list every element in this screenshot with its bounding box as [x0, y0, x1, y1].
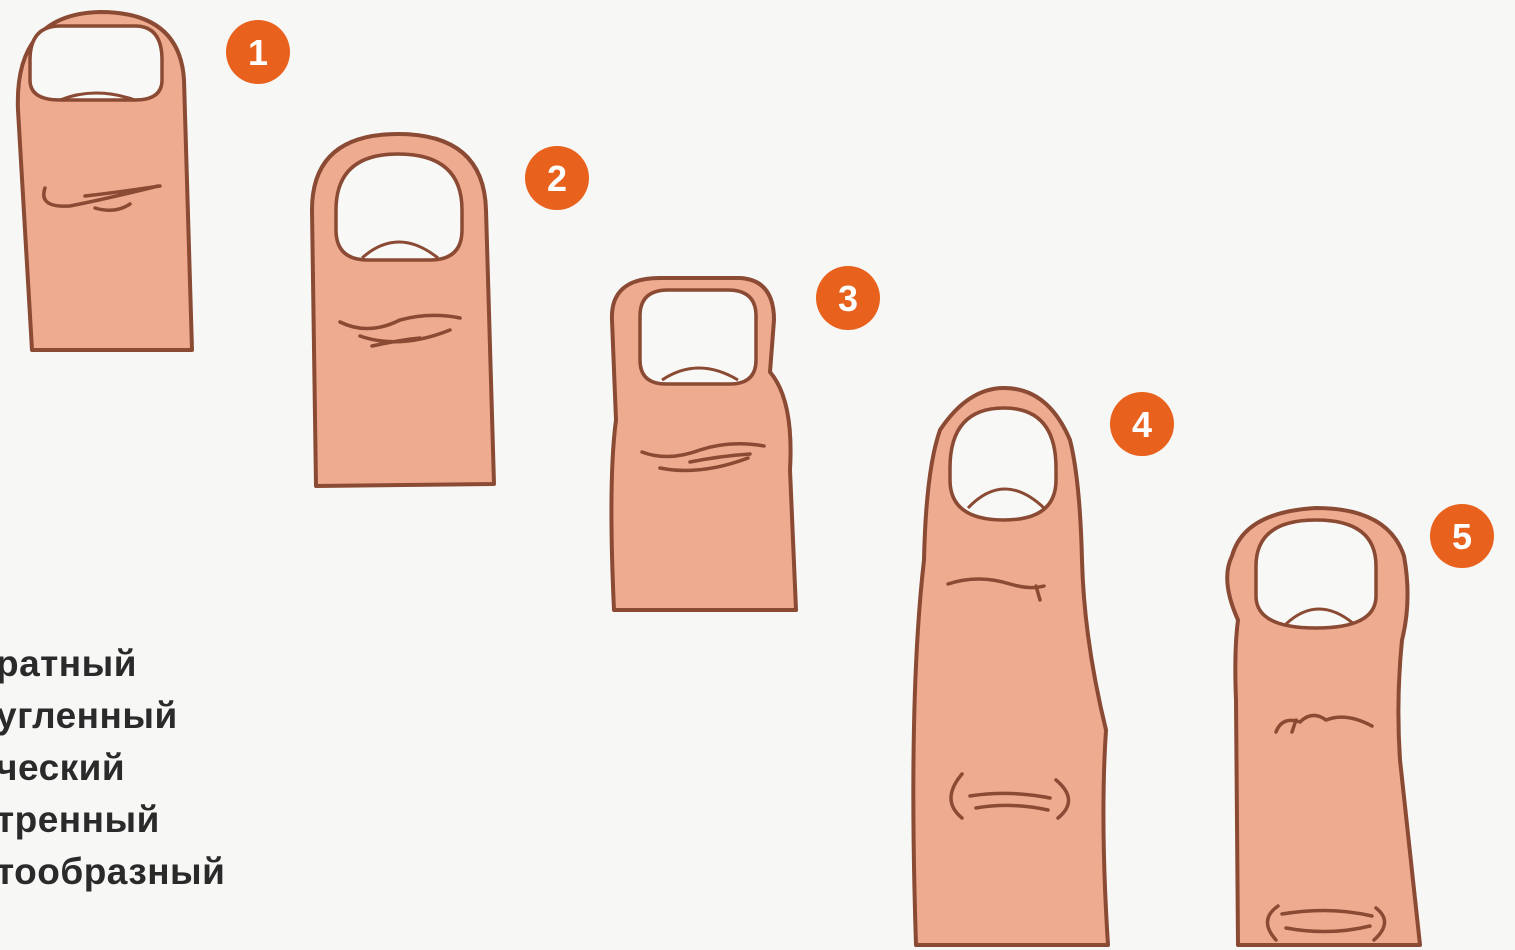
badge-2: 2 [525, 146, 589, 210]
legend-item-2: угленный [0, 690, 225, 742]
badge-5: 5 [1430, 504, 1494, 568]
legend-item-4: тренный [0, 794, 225, 846]
finger-3-nail [640, 290, 756, 384]
badge-1: 1 [226, 20, 290, 84]
finger-4 [913, 388, 1108, 945]
badge-2-number: 2 [547, 158, 567, 199]
finger-2 [312, 134, 494, 486]
legend-item-1: ратный [0, 638, 225, 690]
badge-5-number: 5 [1452, 516, 1472, 557]
legend-item-3: ческий [0, 742, 225, 794]
finger-1 [18, 12, 192, 350]
badge-4-number: 4 [1132, 404, 1152, 445]
finger-1-nail [30, 26, 162, 100]
finger-3 [611, 278, 796, 610]
badge-4: 4 [1110, 392, 1174, 456]
badge-3: 3 [816, 266, 880, 330]
finger-2-nail [336, 154, 462, 260]
badge-1-number: 1 [248, 32, 268, 73]
finger-5-nail [1256, 520, 1376, 628]
badge-3-number: 3 [838, 278, 858, 319]
shape-legend: ратный угленный ческий тренный тообразны… [0, 638, 225, 898]
legend-item-5: тообразный [0, 846, 225, 898]
finger-5 [1227, 508, 1420, 945]
